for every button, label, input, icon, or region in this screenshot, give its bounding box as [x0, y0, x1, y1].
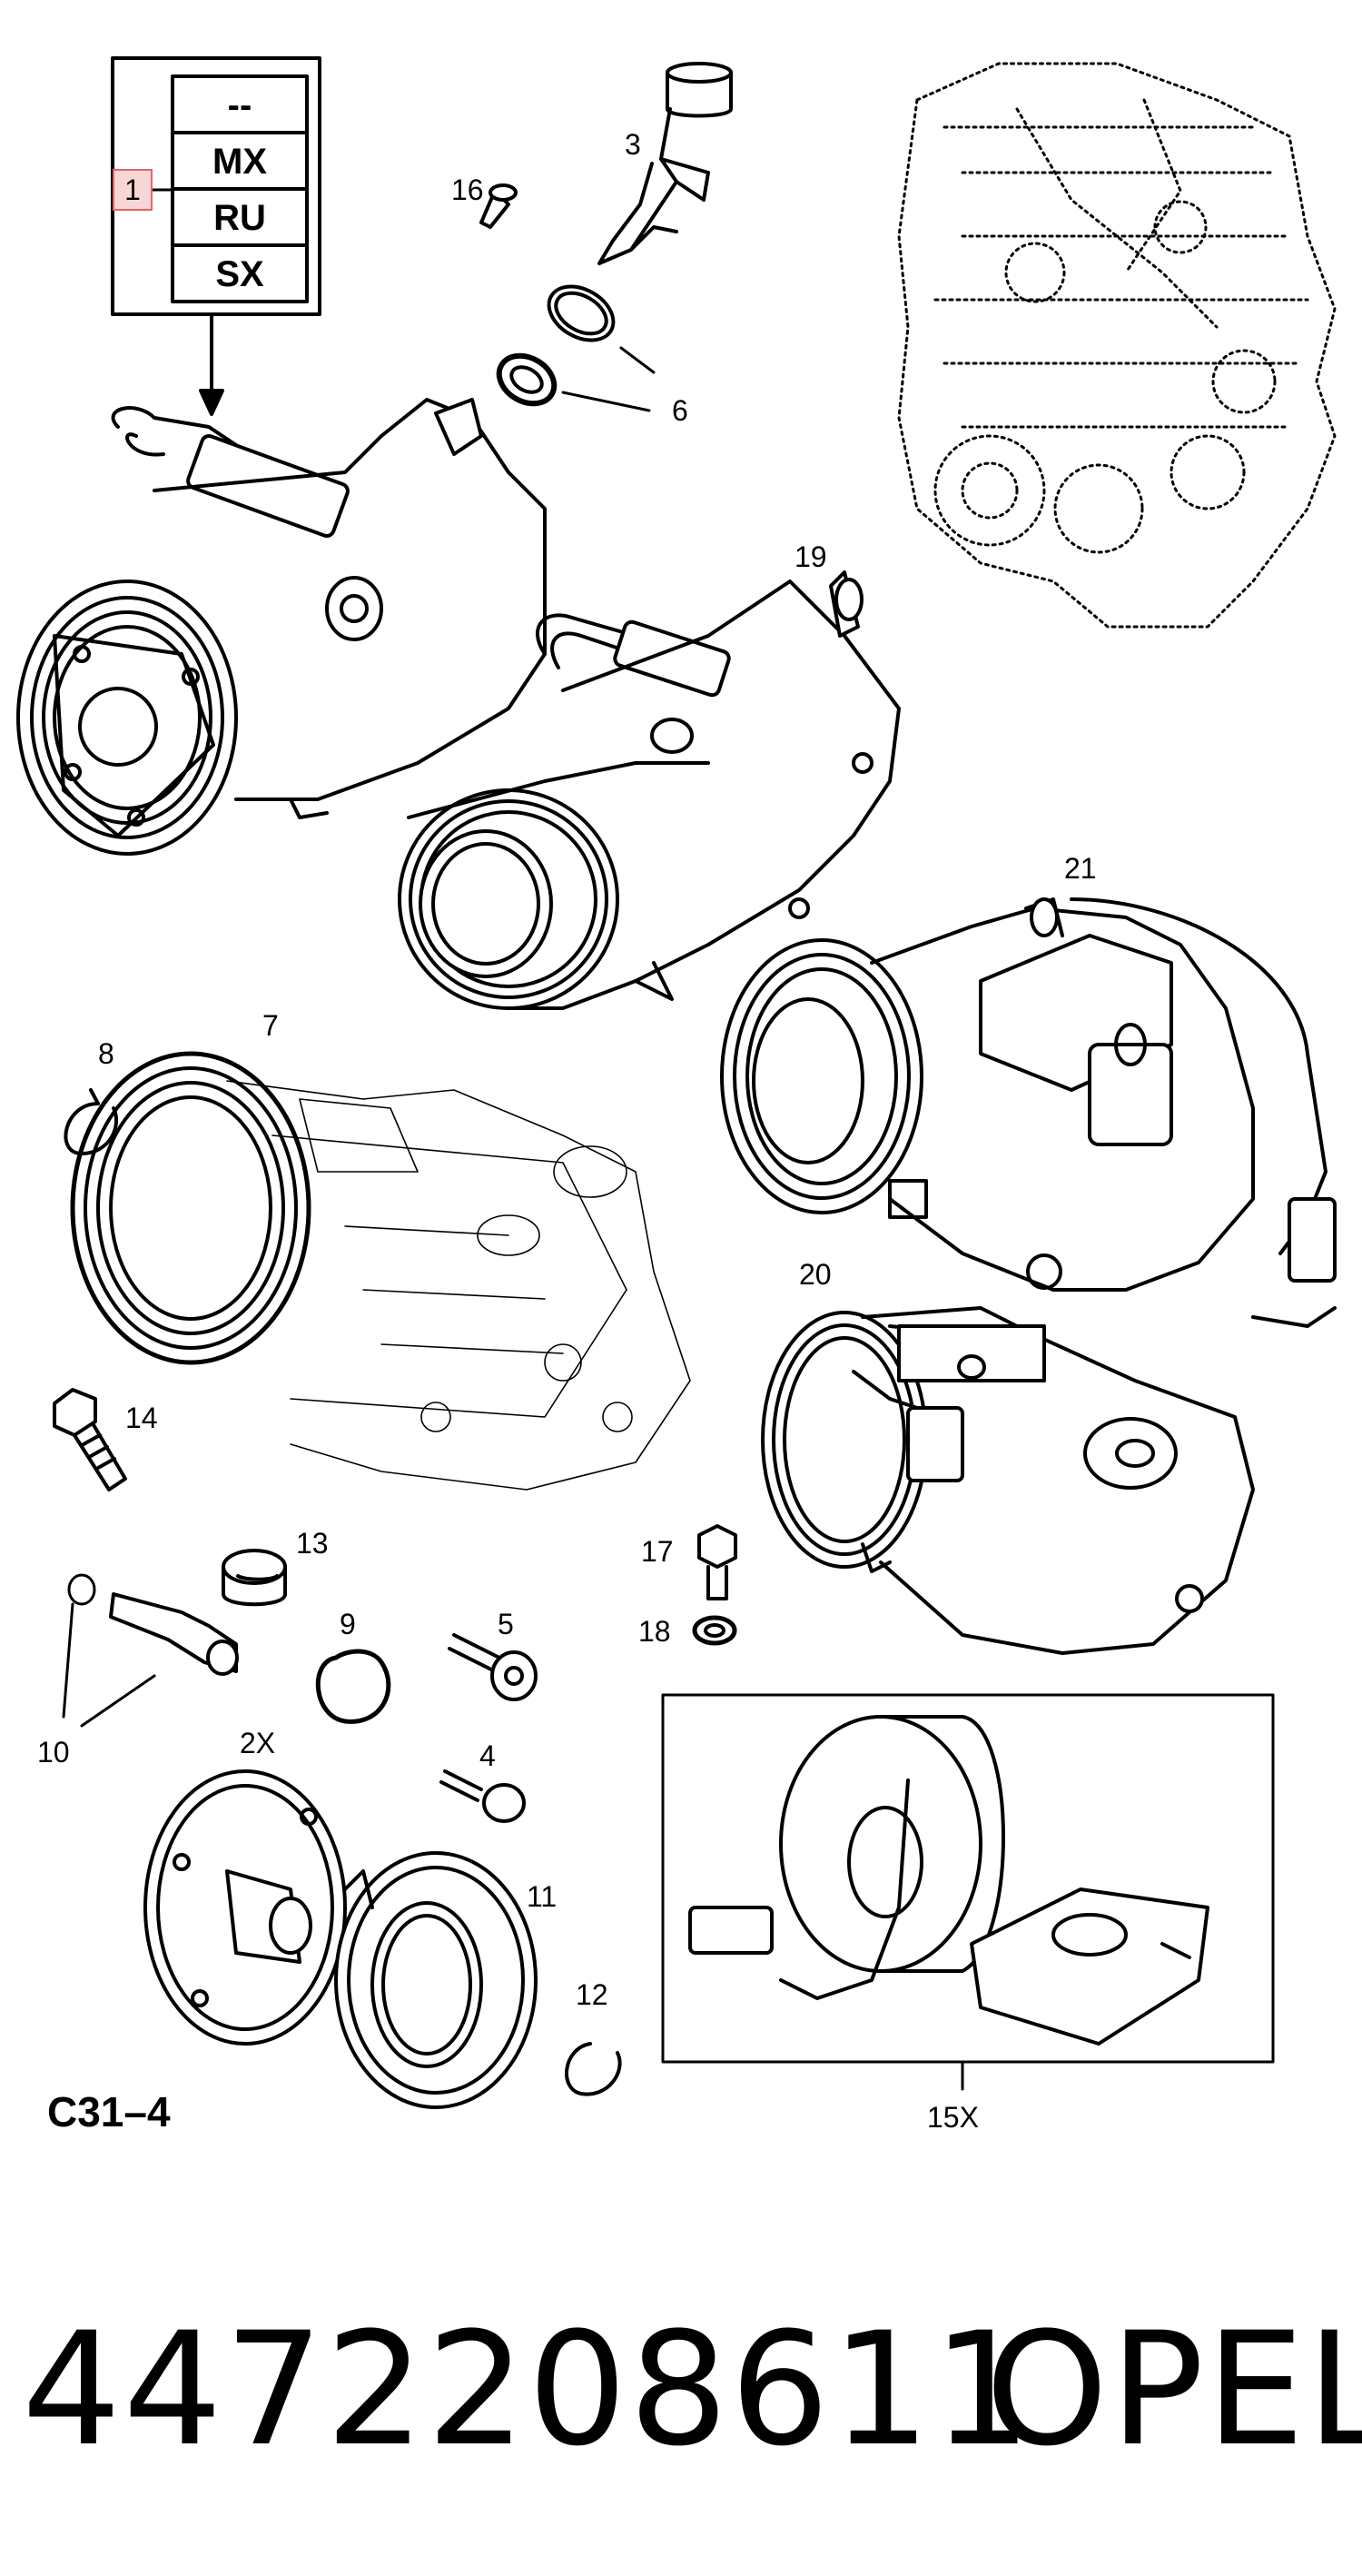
- part-18-washer: [692, 1615, 737, 1646]
- label-part-4: 4: [479, 1739, 496, 1772]
- label-part-19: 19: [794, 540, 827, 573]
- label-part-2x: 2X: [240, 1727, 276, 1759]
- callout-marker: 1: [113, 169, 153, 211]
- variant-row-2: MX: [212, 141, 267, 182]
- label-part-8: 8: [98, 1037, 114, 1070]
- label-part-16: 16: [451, 173, 484, 206]
- arrow-pointer: [199, 312, 224, 416]
- label-part-10: 10: [37, 1736, 70, 1769]
- part-6-seal-rings: [496, 284, 656, 412]
- brand-name: OPEL: [985, 2298, 1362, 2481]
- label-part-7: 7: [262, 1009, 279, 1042]
- label-part-6: 6: [672, 394, 688, 427]
- label-part-13: 13: [296, 1527, 329, 1560]
- label-part-17: 17: [641, 1535, 674, 1568]
- label-part-3: 3: [625, 128, 641, 161]
- part-11-pulley: [334, 1851, 538, 2109]
- diagram-code: C31–4: [47, 2088, 171, 2135]
- part-13-plug: [222, 1549, 287, 1607]
- label-part-21: 21: [1064, 852, 1097, 885]
- compressor-21-illustration: [720, 897, 1337, 1328]
- label-part-9: 9: [340, 1608, 356, 1640]
- part-12-circlip: [565, 2042, 622, 2096]
- part-16-screw: [479, 183, 518, 229]
- compressor-1-illustration: [16, 398, 547, 856]
- part-4-bolt: [439, 1769, 526, 1823]
- label-part-5: 5: [498, 1608, 514, 1640]
- part-3-pressure-sensor: [597, 62, 733, 265]
- label-part-20: 20: [799, 1258, 832, 1291]
- variant-row-4: SX: [215, 253, 264, 294]
- part-9-circlip: [315, 1649, 391, 1724]
- variant-table-frame: [111, 56, 321, 316]
- part-17-bolt: [697, 1524, 737, 1600]
- part-8-circlip: [64, 1088, 119, 1155]
- label-part-12: 12: [576, 1978, 608, 2011]
- label-part-11: 11: [527, 1880, 558, 1913]
- part-number: 4472208611: [22, 2298, 1034, 2481]
- part-10-switch: [62, 1573, 239, 1728]
- label-part-15x: 15X: [927, 2101, 979, 2134]
- part-15x-box: [661, 1693, 1275, 2091]
- variant-row-1: --: [227, 84, 252, 125]
- compressor-2-illustration: [398, 570, 901, 1010]
- part-5-bolt: [448, 1633, 538, 1701]
- compressor-7-illustration: [70, 1051, 691, 1491]
- label-part-18: 18: [638, 1615, 671, 1648]
- part-14-bolt: [53, 1388, 127, 1491]
- label-part-14: 14: [125, 1402, 158, 1434]
- compressor-20-illustration: [761, 1306, 1255, 1655]
- engine-illustration: [897, 62, 1337, 629]
- part-2x-clutch-plate: [143, 1769, 347, 2046]
- variant-row-3: RU: [213, 197, 266, 238]
